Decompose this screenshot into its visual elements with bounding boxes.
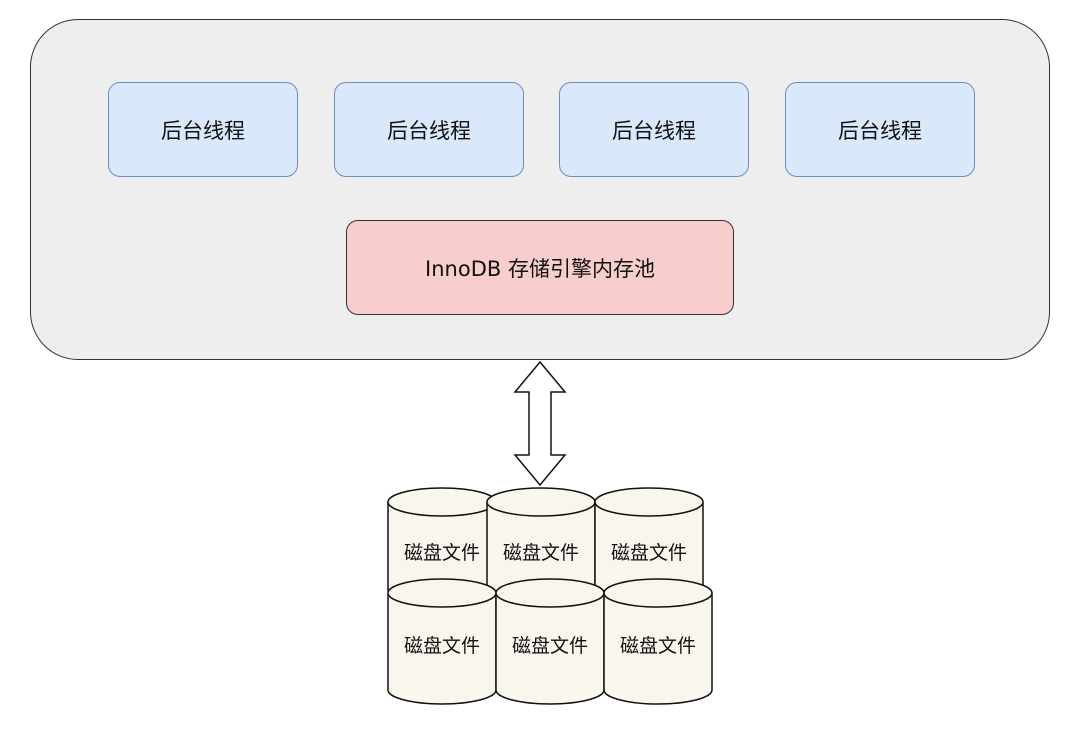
disk-cylinder-6 — [603, 578, 713, 705]
disk-file-label-1: 磁盘文件 — [403, 542, 480, 564]
disk-file-label-2: 磁盘文件 — [502, 542, 579, 564]
disk-file-label-4: 磁盘文件 — [403, 635, 480, 657]
background-thread-box-4: 后台线程 — [785, 82, 975, 177]
innodb-buffer-pool-box: InnoDB 存储引擎内存池 — [346, 220, 734, 315]
background-thread-box-3: 后台线程 — [559, 82, 749, 177]
background-thread-box-1: 后台线程 — [108, 82, 298, 177]
bidirectional-arrow — [513, 360, 567, 487]
disk-cylinder-1 — [387, 487, 497, 605]
disk-file-label-6: 磁盘文件 — [619, 635, 696, 657]
disk-cylinder-3 — [594, 487, 704, 605]
background-thread-box-2: 后台线程 — [334, 82, 524, 177]
disk-file-label-3: 磁盘文件 — [610, 542, 687, 564]
disk-cylinder-5 — [495, 578, 605, 705]
disk-cylinder-4 — [387, 578, 497, 705]
disk-file-label-5: 磁盘文件 — [511, 635, 588, 657]
disk-cylinder-2 — [486, 487, 596, 605]
